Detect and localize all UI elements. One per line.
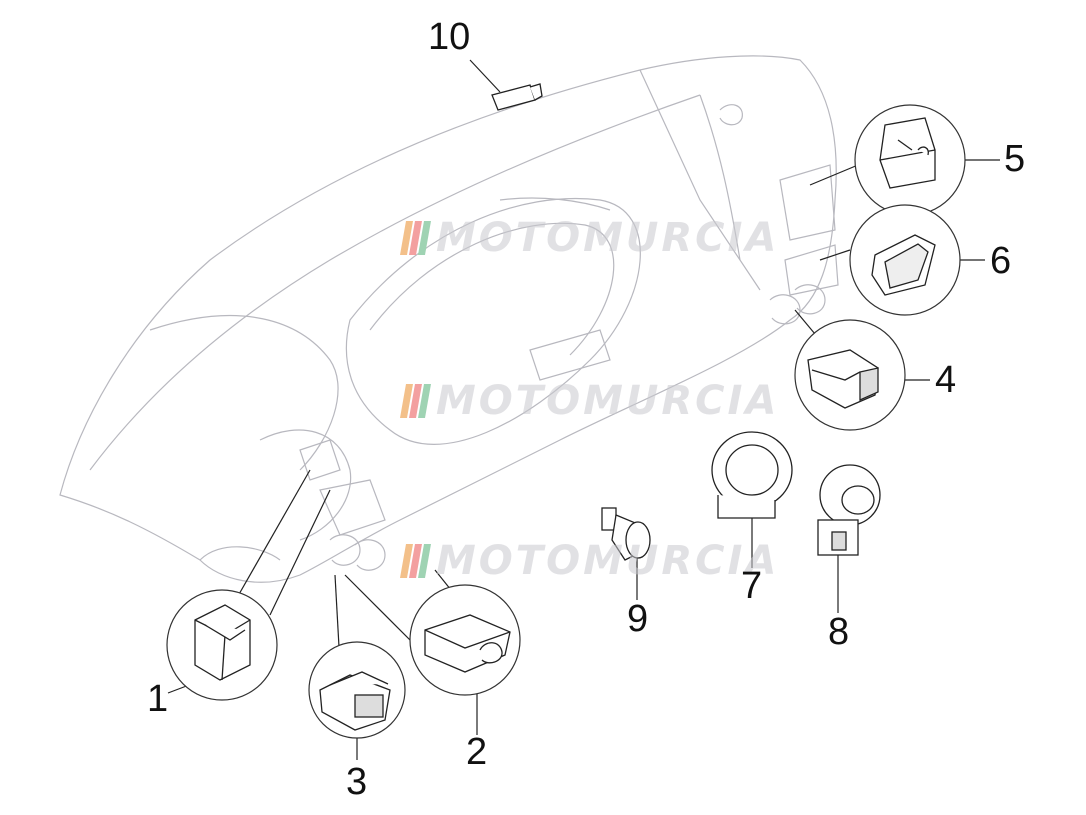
watermark-stripes [400,544,431,578]
callout-6: 6 [990,240,1012,282]
callout-1: 1 [147,678,169,720]
callout-9: 9 [627,598,649,640]
callout-2: 2 [466,731,488,773]
callout-5: 5 [1004,138,1026,180]
callout-8: 8 [828,611,850,653]
watermark-stripes [400,221,431,255]
watermark-middle: MOTOMURCIA [400,378,780,424]
callout-4: 4 [935,359,957,401]
part-3-switch [319,671,391,731]
part-10-bulb [491,83,543,111]
part-9-bulb [601,507,651,561]
watermark-text: MOTOMURCIA [436,538,780,584]
dashboard-outline [59,55,839,583]
part-4-switch [807,349,879,409]
watermark-bottom: MOTOMURCIA [400,538,780,584]
callout-3: 3 [346,761,368,803]
watermark-text: MOTOMURCIA [436,378,780,424]
part-6-switch [871,234,936,296]
callout-7: 7 [741,565,763,607]
part-8-ignition [817,464,881,556]
part-5-switch [879,117,936,189]
part-1-switch [194,604,251,681]
part-2-switch [424,614,511,673]
watermark-top: MOTOMURCIA [400,215,780,261]
watermark-stripes [400,384,431,418]
part-7-ring [711,431,793,519]
callout-10: 10 [428,16,471,58]
watermark-text: MOTOMURCIA [436,215,780,261]
